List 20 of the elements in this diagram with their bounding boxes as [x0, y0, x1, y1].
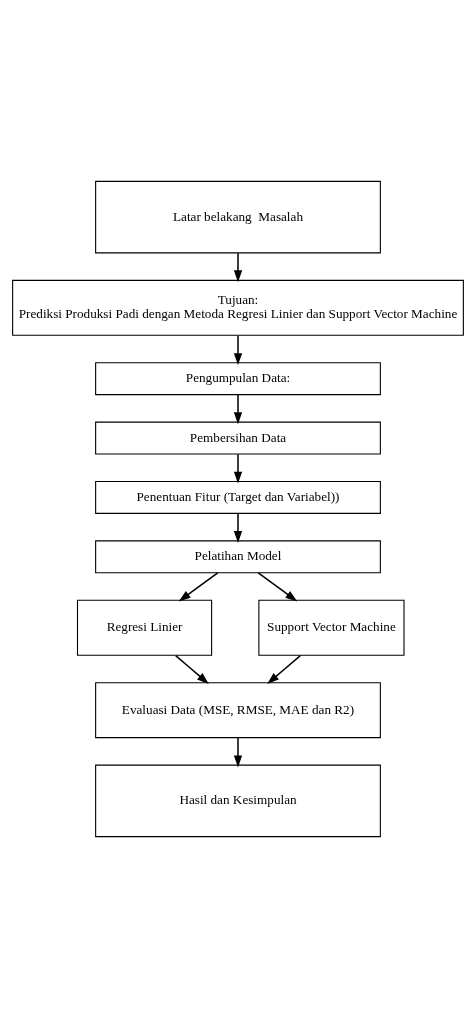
node-box: Latar belakang Masalah: [95, 180, 381, 254]
node-box: Pembersihan Data: [95, 421, 381, 455]
node-box: Pelatihan Model: [95, 540, 381, 574]
arrow: [267, 654, 302, 684]
arrow: [233, 252, 243, 283]
arrow: [178, 572, 219, 602]
arrow: [233, 394, 243, 425]
node-box: Hasil dan Kesimpulan: [95, 764, 381, 838]
arrow: [233, 512, 243, 543]
node-box: Tujuan: Prediksi Produksi Padi dengan Metoda Regresi Linier dan Support Vector Machine: [12, 279, 464, 336]
node-box: Regresi Linier: [76, 599, 213, 656]
node-box: Pengumpulan Data:: [95, 362, 381, 396]
node-box: Penentuan Fitur (Target dan Variabel)): [95, 480, 381, 514]
arrow: [257, 572, 298, 602]
arrow: [233, 453, 243, 484]
node-box: Evaluasi Data (MSE, RMSE, MAE dan R2): [95, 682, 381, 739]
arrow: [233, 334, 243, 366]
node-box: Support Vector Machine: [258, 599, 405, 656]
arrow: [174, 654, 209, 684]
arrow: [233, 737, 243, 768]
